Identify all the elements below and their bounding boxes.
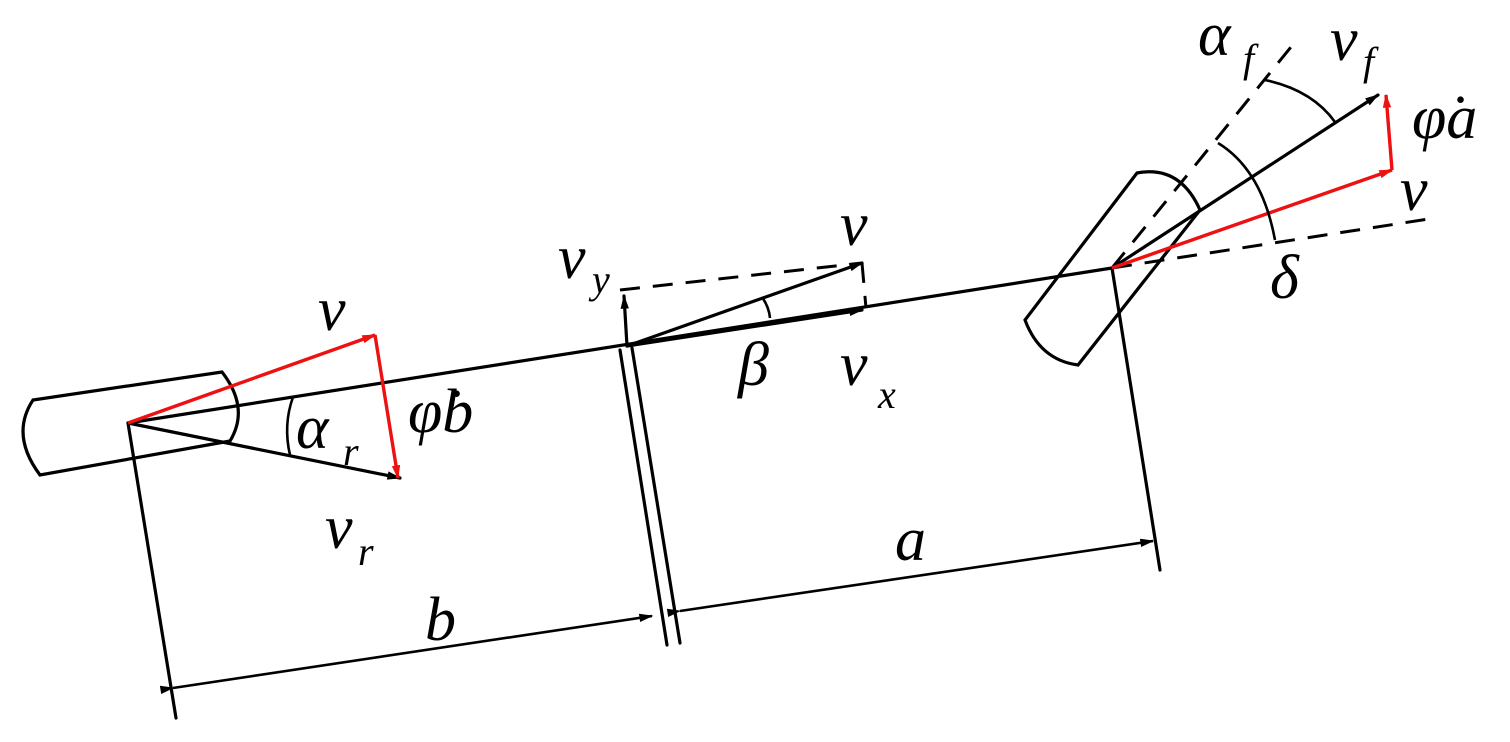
label-alpha-r-sub: r xyxy=(343,429,359,474)
label-phi-a: φ̇a xyxy=(1412,84,1477,152)
dimension-a xyxy=(666,538,1155,617)
dimension-b xyxy=(159,613,654,695)
label-vf: v xyxy=(1330,6,1358,74)
label-beta: β xyxy=(737,331,769,399)
label-dim-b: b xyxy=(425,586,456,654)
front-velocity xyxy=(1110,41,1436,270)
label-dim-a: a xyxy=(895,506,926,574)
label-vr-sub: r xyxy=(358,529,374,574)
label-alpha-r: α xyxy=(296,394,330,462)
rear-velocity-triangle xyxy=(126,333,402,480)
label-vx: v xyxy=(840,331,868,399)
label-phi-b: φ̇b xyxy=(408,378,473,446)
label-vy-sub: y xyxy=(588,257,610,302)
label-vx-sub: x xyxy=(877,372,896,417)
label-rear-v: v xyxy=(318,276,346,344)
center-velocity xyxy=(619,261,868,348)
rear-extension-line xyxy=(126,421,178,720)
front-wheel xyxy=(1023,170,1202,367)
label-delta: δ xyxy=(1270,244,1300,312)
label-center-v: v xyxy=(840,191,868,259)
label-vf-sub: f xyxy=(1363,39,1379,84)
label-front-v: v xyxy=(1400,156,1428,224)
center-break-lines xyxy=(618,346,682,647)
label-alpha-f-sub: f xyxy=(1243,36,1259,81)
label-vy: v xyxy=(558,224,586,292)
front-extension-line xyxy=(1110,266,1162,572)
label-vr: v xyxy=(325,494,353,562)
label-alpha-f: α xyxy=(1198,1,1232,69)
vehicle-centerline xyxy=(126,266,1114,425)
